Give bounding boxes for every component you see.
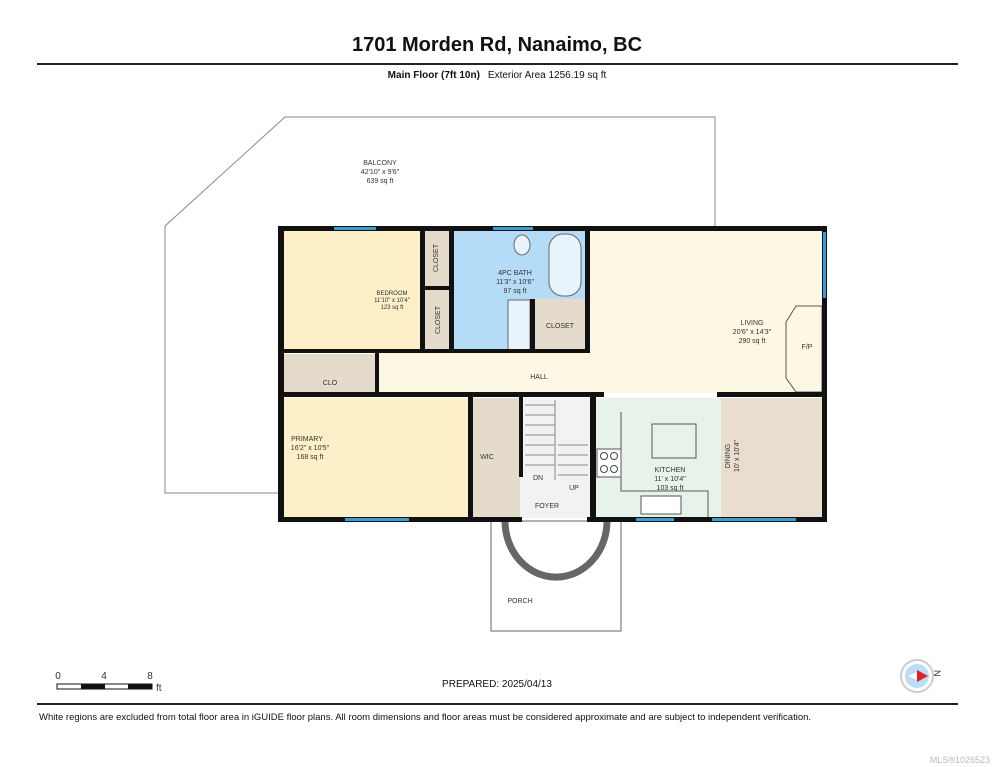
scale-tick-0: 0 bbox=[55, 671, 61, 682]
bath-dims: 11'3" x 10'6" bbox=[496, 279, 534, 286]
floor-info: Main Floor (7ft 10n) Exterior Area 1256.1… bbox=[0, 70, 994, 81]
kitchen-counter bbox=[620, 412, 709, 517]
hall-label: HALL bbox=[530, 374, 548, 381]
toilet bbox=[513, 234, 531, 256]
kitchen-name: KITCHEN bbox=[655, 467, 686, 474]
clo-label: CLO bbox=[323, 380, 338, 387]
mls-watermark: MLS®1026523 bbox=[929, 755, 990, 765]
dining-dims: 10' x 10'4" bbox=[734, 439, 741, 472]
prepared-date: PREPARED: 2025/04/13 bbox=[442, 679, 552, 690]
stove bbox=[596, 448, 622, 478]
divider bbox=[37, 703, 958, 705]
closet-2-label: CLOSET bbox=[435, 305, 442, 334]
living-dims: 20'6" x 14'3" bbox=[733, 329, 772, 336]
property-title: 1701 Morden Rd, Nanaimo, BC bbox=[351, 34, 643, 56]
compass-north-label: N bbox=[932, 670, 942, 677]
disclaimer: White regions are excluded from total fl… bbox=[39, 712, 812, 723]
scale-tick-4: 4 bbox=[101, 671, 107, 682]
room-hall bbox=[377, 351, 591, 393]
primary-dims: 16'2" x 10'5" bbox=[291, 445, 330, 452]
living-name: LIVING bbox=[741, 320, 764, 327]
bedroom-area: 123 sq ft bbox=[380, 305, 403, 311]
balcony-area: 639 sq ft bbox=[367, 178, 394, 185]
scale-tick-8: 8 bbox=[147, 671, 153, 682]
stove-burners bbox=[600, 452, 618, 473]
floor-name: Main Floor (7ft 10n) bbox=[387, 70, 480, 81]
room-closet-2 bbox=[425, 290, 451, 351]
room-living bbox=[589, 231, 823, 393]
balcony-name: BALCONY bbox=[363, 160, 397, 167]
divider bbox=[37, 63, 958, 65]
room-bedroom bbox=[283, 231, 423, 351]
windows bbox=[334, 227, 826, 521]
fireplace-label: F/P bbox=[802, 344, 813, 351]
bath-area: 97 sq ft bbox=[504, 288, 527, 295]
stairs-down-label: DN bbox=[533, 475, 543, 482]
kitchen-dims: 11' x 10'4" bbox=[654, 476, 686, 483]
bathtub bbox=[548, 233, 582, 297]
porch-label: PORCH bbox=[507, 598, 532, 605]
bath-name: 4PC BATH bbox=[498, 270, 532, 277]
scale-unit: ft bbox=[156, 683, 162, 694]
primary-name: PRIMARY bbox=[291, 436, 323, 443]
bedroom-dims: 11'10" x 10'4" bbox=[374, 298, 410, 304]
room-primary bbox=[283, 398, 470, 518]
balcony-outline bbox=[164, 116, 716, 494]
floor-area: Exterior Area 1256.19 sq ft bbox=[487, 70, 607, 81]
compass-icon: N bbox=[900, 659, 942, 693]
kitchen-area: 103 sq ft bbox=[657, 485, 684, 492]
room-clo bbox=[284, 354, 376, 394]
balcony-dims: 42'10" x 9'6" bbox=[361, 169, 400, 176]
porch-steps bbox=[501, 520, 611, 581]
room-dining bbox=[721, 398, 823, 518]
kitchen-island bbox=[651, 423, 697, 459]
room-closet-1 bbox=[425, 231, 451, 286]
living-area: 290 sq ft bbox=[739, 338, 766, 345]
room-closet-3 bbox=[535, 299, 585, 351]
stairs-up-label: UP bbox=[569, 485, 579, 492]
room-wic bbox=[472, 398, 520, 518]
stairs bbox=[525, 400, 588, 480]
primary-area: 168 sq ft bbox=[297, 454, 324, 461]
dining-name: DINING bbox=[725, 444, 732, 469]
vanity bbox=[507, 299, 531, 351]
bedroom-name: BEDROOM bbox=[376, 291, 407, 297]
kitchen-sink bbox=[640, 495, 682, 515]
closet-3-label: CLOSET bbox=[546, 323, 575, 330]
scale-bar: 0 4 8 ft bbox=[55, 671, 162, 694]
wic-label: WIC bbox=[480, 454, 494, 461]
closet-1-label: CLOSET bbox=[433, 243, 440, 272]
foyer-label: FOYER bbox=[535, 503, 559, 510]
